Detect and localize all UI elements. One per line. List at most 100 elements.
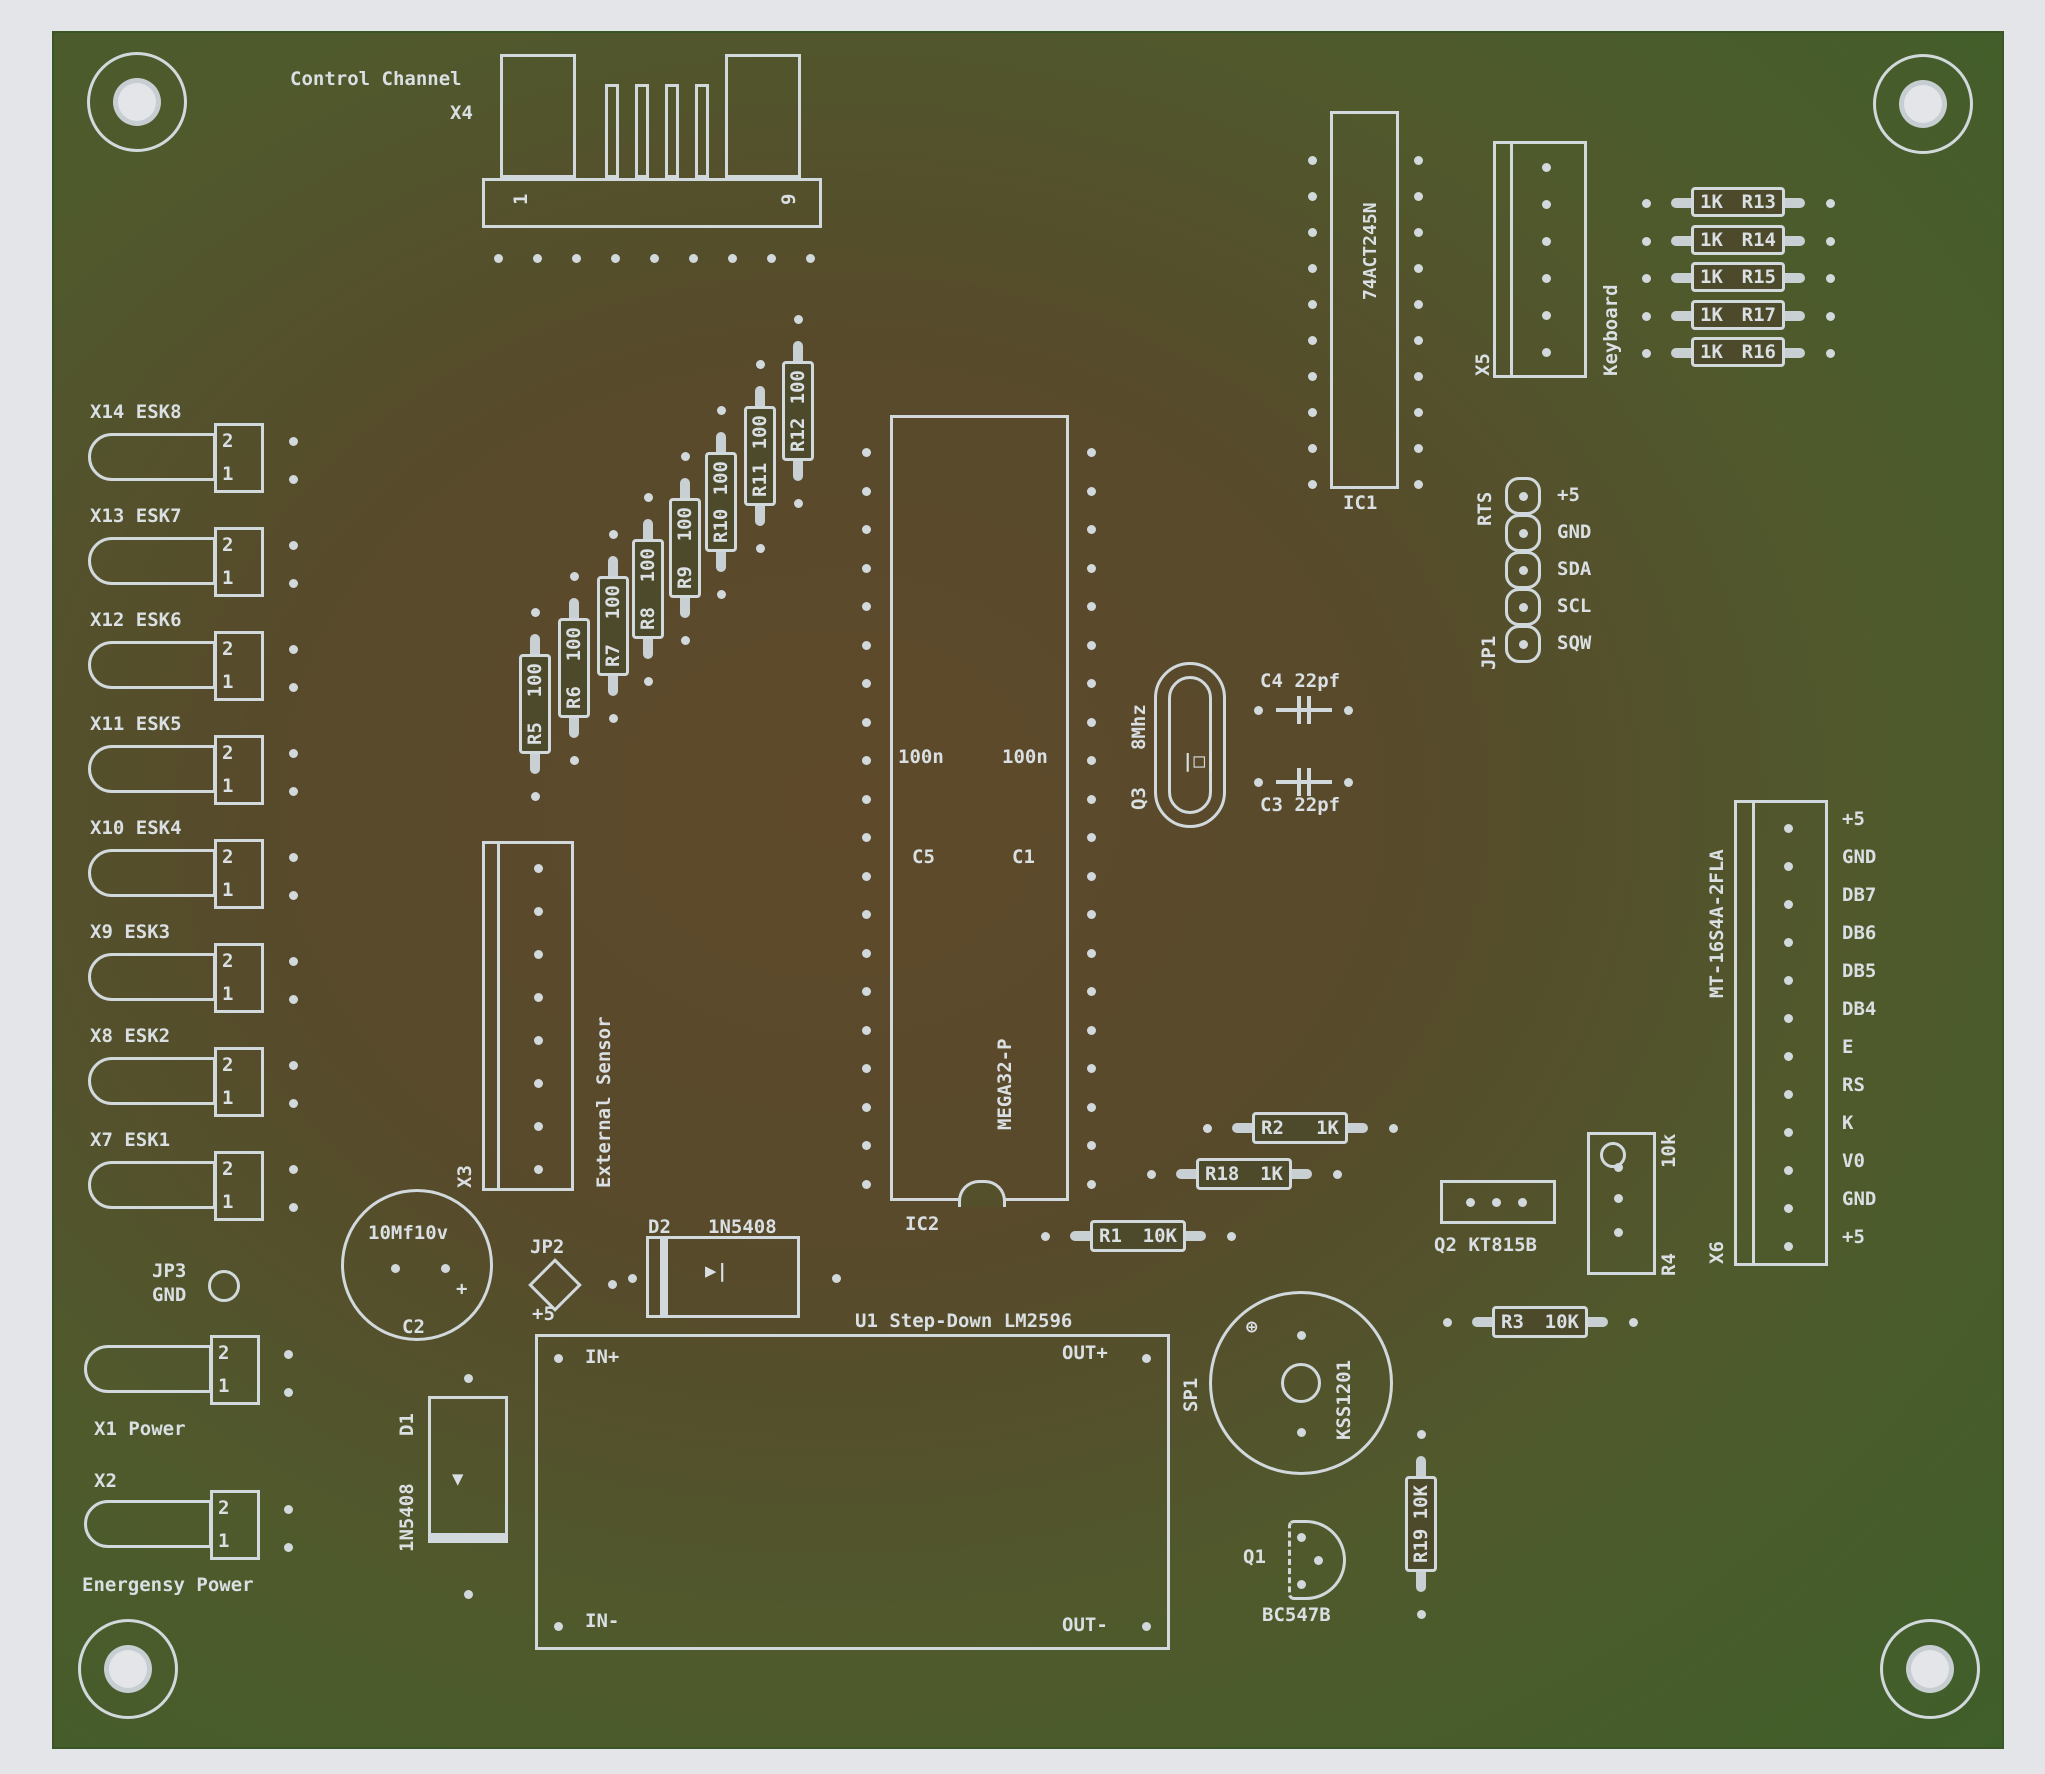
c2-plus: + xyxy=(456,1278,468,1300)
pad xyxy=(534,993,543,1002)
pad xyxy=(1414,336,1423,345)
pad xyxy=(534,907,543,916)
resistor-text: 10K xyxy=(1142,1225,1177,1247)
pad xyxy=(1518,1198,1527,1207)
u1-title: U1 Step-Down LM2596 xyxy=(855,1310,1073,1332)
pad xyxy=(862,871,871,881)
jp2-label: +5 xyxy=(532,1303,555,1325)
pad xyxy=(794,499,803,508)
pin-number: 2 xyxy=(222,1158,234,1180)
resistor-text: R5 xyxy=(524,722,546,745)
ic1-74act245n xyxy=(1330,111,1399,489)
resistor-text: R13 xyxy=(1741,191,1776,213)
resistor-text: 100 xyxy=(710,461,732,496)
u1-out-plus: OUT+ xyxy=(1062,1342,1108,1364)
esk-connector-housing xyxy=(88,641,216,689)
capacitor-plate xyxy=(1307,768,1311,796)
jp1-pin xyxy=(1505,551,1541,589)
resistor-text: 1K xyxy=(1700,228,1723,251)
x6-part: MT-16S4A-2FLA xyxy=(1706,849,1728,998)
resistor-text: R8 xyxy=(637,607,659,630)
u1-out-minus: OUT- xyxy=(1062,1614,1108,1636)
pad xyxy=(1784,976,1793,985)
pad xyxy=(1297,1428,1306,1437)
resistor-text: R11 xyxy=(749,462,771,497)
pad xyxy=(289,437,298,446)
x4-latch-left xyxy=(500,54,576,178)
jp1-pin-label: +5 xyxy=(1557,484,1580,506)
resistor-text: 10K xyxy=(1544,1311,1579,1333)
jp3-ref: JP3 xyxy=(152,1260,187,1282)
q2-transistor xyxy=(1440,1180,1556,1224)
pad xyxy=(1308,372,1317,381)
pad xyxy=(534,1036,543,1045)
pad xyxy=(1344,706,1353,715)
x5-connector xyxy=(1493,141,1587,378)
pad xyxy=(862,833,871,842)
x6-pin-label: DB6 xyxy=(1842,922,1877,944)
resistor-text: 100 xyxy=(637,548,659,583)
pad xyxy=(1629,1318,1638,1327)
esk-connector-pins xyxy=(214,839,264,909)
connector-label: X12 ESK6 xyxy=(90,609,182,631)
pad xyxy=(494,254,503,263)
pad xyxy=(1308,156,1317,165)
pad xyxy=(554,1354,563,1363)
pad xyxy=(572,254,581,263)
pin-number: 1 xyxy=(222,671,234,693)
pad xyxy=(862,717,871,727)
pad xyxy=(644,493,653,502)
x6-pin-label: DB4 xyxy=(1842,998,1877,1020)
pad xyxy=(1466,1198,1475,1207)
ic2-ref: IC2 xyxy=(905,1213,940,1235)
resistor-text: 1K xyxy=(1700,341,1723,363)
pad xyxy=(284,1505,293,1514)
esk-connector-housing xyxy=(88,745,216,793)
pad xyxy=(1414,228,1423,237)
pad xyxy=(289,995,298,1004)
pad xyxy=(570,756,579,765)
d2-part: 1N5408 xyxy=(708,1216,777,1238)
pad xyxy=(289,749,298,758)
c2-ref: C2 xyxy=(402,1316,425,1338)
pad xyxy=(1542,163,1551,172)
x6-pin-label: GND xyxy=(1842,1188,1877,1210)
pad xyxy=(534,1079,543,1088)
pad xyxy=(1297,1580,1306,1589)
pad xyxy=(862,1179,871,1189)
esk-connector-pins xyxy=(214,527,264,597)
pad xyxy=(1414,408,1423,417)
jp1-pin-label: GND xyxy=(1557,521,1592,543)
pad xyxy=(1826,274,1835,283)
x5-label: Keyboard xyxy=(1600,284,1622,376)
ic2-notch xyxy=(958,1180,1006,1207)
pin-number: 2 xyxy=(222,1054,234,1076)
resistor-text: R18 xyxy=(1205,1163,1240,1185)
jp2-ref: JP2 xyxy=(530,1236,565,1258)
pad xyxy=(1614,1228,1623,1237)
resistor-text: 100 xyxy=(787,370,809,405)
pad xyxy=(862,987,871,996)
pad xyxy=(1542,274,1551,283)
pad xyxy=(756,544,765,553)
pad xyxy=(1314,1556,1323,1565)
pad xyxy=(1417,1610,1426,1619)
connector-label: X8 ESK2 xyxy=(90,1025,171,1047)
pad xyxy=(531,792,540,801)
d1-ref: D1 xyxy=(396,1413,418,1436)
pad xyxy=(608,1280,617,1289)
resistor-text: R12 xyxy=(787,417,809,452)
jp1-pin-label: SCL xyxy=(1557,595,1592,617)
pad xyxy=(284,1388,293,1397)
pad xyxy=(284,1350,293,1359)
jp1-pin xyxy=(1505,625,1541,663)
pad xyxy=(1414,300,1423,309)
pad xyxy=(1344,778,1353,787)
esk-connector-housing xyxy=(88,1057,216,1105)
pad xyxy=(464,1590,473,1599)
